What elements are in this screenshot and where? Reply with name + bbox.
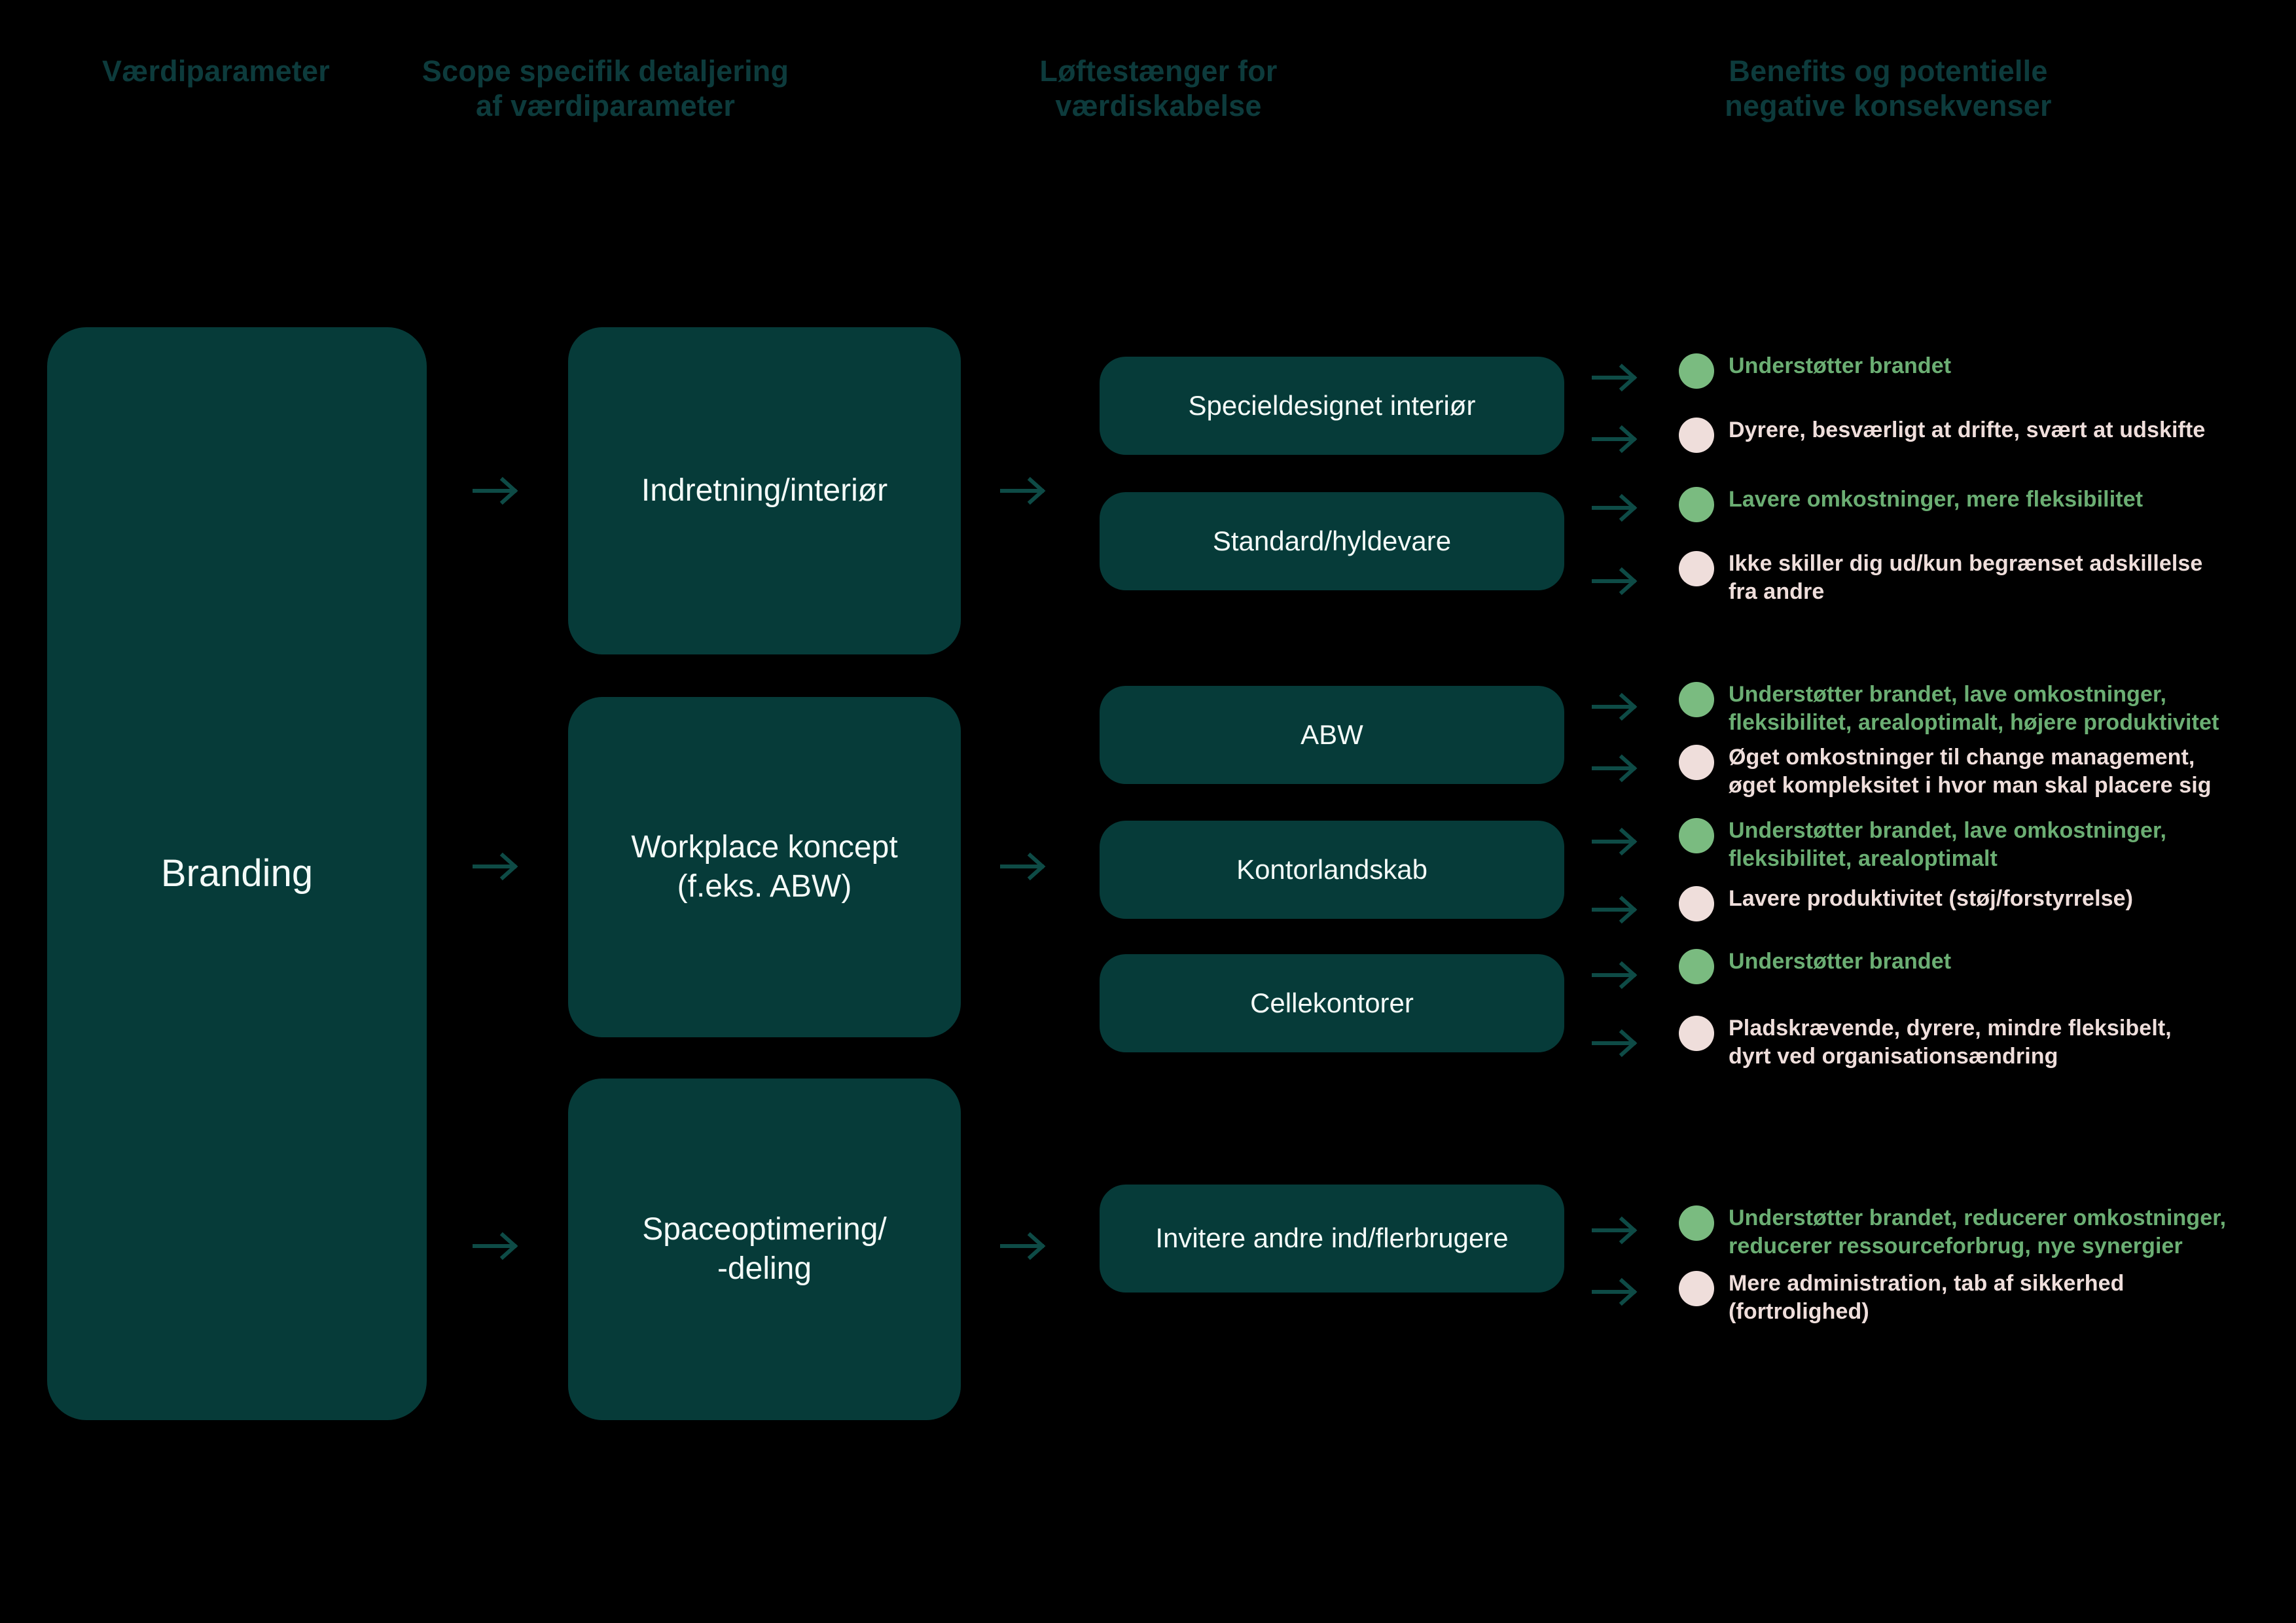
benefit-text: Lavere produktivitet (støj/forstyrrelse) <box>1729 886 2134 911</box>
benefit-text: Understøtter brandet, reducerer omkostni… <box>1729 1205 2227 1258</box>
scope-card-label: Workplace koncept (f.eks. ABW) <box>631 830 898 904</box>
lever-card-label: Standard/hyldevare <box>1212 525 1452 556</box>
column-header-benefits: Benefits og potentielle negative konsekv… <box>1725 54 2052 123</box>
lever-card-standard-hyldevare[interactable]: Standard/hyldevare <box>1100 492 1564 590</box>
column-header-loeftestaenger: Løftestænger for værdiskabelse <box>1039 54 1278 123</box>
arrow-right-icon <box>1000 475 1049 507</box>
scope-card-label: Indretning/interiør <box>641 473 888 508</box>
negative-dot-icon <box>1679 886 1714 921</box>
arrow-right-icon <box>1592 1276 1640 1308</box>
arrow-right-icon <box>1592 894 1640 925</box>
benefit-row: Understøtter brandet, lave omkostninger,… <box>1679 817 2166 873</box>
benefit-row: Mere administration, tab af sikkerhed (f… <box>1679 1270 2125 1326</box>
benefit-text: Øget omkostninger til change management,… <box>1729 745 2212 798</box>
arrow-right-icon <box>473 1230 521 1262</box>
value-parameter-card-branding[interactable]: Branding <box>47 327 427 1420</box>
arrow-right-icon <box>1592 1215 1640 1246</box>
benefit-text: Understøtter brandet <box>1729 353 1952 378</box>
column-header-scope-detaljering: Scope specifik detaljering af værdiparam… <box>422 54 789 123</box>
column-header-vaerdiparameter: Værdiparameter <box>102 54 330 88</box>
negative-dot-icon <box>1679 1271 1714 1306</box>
positive-dot-icon <box>1679 1205 1714 1241</box>
lever-card-abw[interactable]: ABW <box>1100 686 1564 784</box>
negative-dot-icon <box>1679 1016 1714 1051</box>
arrow-right-icon <box>473 851 521 882</box>
benefit-text: Understøtter brandet, lave omkostninger,… <box>1729 818 2167 871</box>
scope-card-workplace-koncept[interactable]: Workplace koncept (f.eks. ABW) <box>568 697 961 1037</box>
benefit-row: Understøtter brandet, lave omkostninger,… <box>1679 681 2219 737</box>
positive-dot-icon <box>1679 487 1714 522</box>
benefit-row: Dyrere, besværligt at drifte, svært at u… <box>1679 416 2205 453</box>
arrow-right-icon <box>1000 851 1049 882</box>
arrow-right-icon <box>473 475 521 507</box>
benefit-row: Lavere omkostninger, mere fleksibilitet <box>1679 486 2143 522</box>
arrow-right-icon <box>1592 362 1640 393</box>
benefit-row: Lavere produktivitet (støj/forstyrrelse) <box>1679 885 2133 921</box>
benefit-text: Dyrere, besværligt at drifte, svært at u… <box>1729 418 2206 442</box>
negative-dot-icon <box>1679 418 1714 453</box>
positive-dot-icon <box>1679 818 1714 853</box>
lever-card-label: Cellekontorer <box>1250 987 1414 1018</box>
benefit-row: Understøtter brandet <box>1679 948 1951 984</box>
lever-card-label: ABW <box>1300 719 1363 750</box>
arrow-right-icon <box>1592 565 1640 597</box>
negative-dot-icon <box>1679 551 1714 586</box>
lever-card-specieldesignet-interioer[interactable]: Specieldesignet interiør <box>1100 357 1564 455</box>
benefit-text: Pladskrævende, dyrere, mindre fleksibelt… <box>1729 1016 2172 1069</box>
benefit-row: Understøtter brandet, reducerer omkostni… <box>1679 1204 2226 1260</box>
positive-dot-icon <box>1679 682 1714 717</box>
benefit-row: Øget omkostninger til change management,… <box>1679 743 2212 800</box>
benefit-text: Lavere omkostninger, mere fleksibilitet <box>1729 487 2144 512</box>
arrow-right-icon <box>1592 423 1640 455</box>
lever-card-label: Specieldesignet interiør <box>1188 389 1476 421</box>
arrow-right-icon <box>1000 1230 1049 1262</box>
lever-card-kontorlandskab[interactable]: Kontorlandskab <box>1100 821 1564 919</box>
scope-card-label: Spaceoptimering/ -deling <box>642 1212 887 1286</box>
scope-card-spaceoptimering[interactable]: Spaceoptimering/ -deling <box>568 1079 961 1420</box>
arrow-right-icon <box>1592 959 1640 991</box>
benefit-row: Ikke skiller dig ud/kun begrænset adskil… <box>1679 550 2202 606</box>
positive-dot-icon <box>1679 353 1714 389</box>
benefit-row: Understøtter brandet <box>1679 352 1951 389</box>
lever-card-label: Invitere andre ind/flerbrugere <box>1155 1222 1509 1254</box>
benefit-text: Understøtter brandet, lave omkostninger,… <box>1729 682 2219 735</box>
lever-card-invitere-andre-ind[interactable]: Invitere andre ind/flerbrugere <box>1100 1185 1564 1293</box>
lever-card-cellekontorer[interactable]: Cellekontorer <box>1100 954 1564 1052</box>
arrow-right-icon <box>1592 691 1640 722</box>
positive-dot-icon <box>1679 949 1714 984</box>
arrow-right-icon <box>1592 753 1640 784</box>
arrow-right-icon <box>1592 826 1640 857</box>
lever-card-label: Kontorlandskab <box>1236 853 1427 885</box>
value-parameter-label: Branding <box>160 852 314 895</box>
scope-card-indretning[interactable]: Indretning/interiør <box>568 327 961 654</box>
arrow-right-icon <box>1592 492 1640 524</box>
benefit-text: Understøtter brandet <box>1729 949 1952 974</box>
negative-dot-icon <box>1679 745 1714 780</box>
benefit-text: Mere administration, tab af sikkerhed (f… <box>1729 1271 2125 1324</box>
arrow-right-icon <box>1592 1027 1640 1059</box>
benefit-row: Pladskrævende, dyrere, mindre fleksibelt… <box>1679 1014 2172 1071</box>
benefit-text: Ikke skiller dig ud/kun begrænset adskil… <box>1729 551 2203 604</box>
